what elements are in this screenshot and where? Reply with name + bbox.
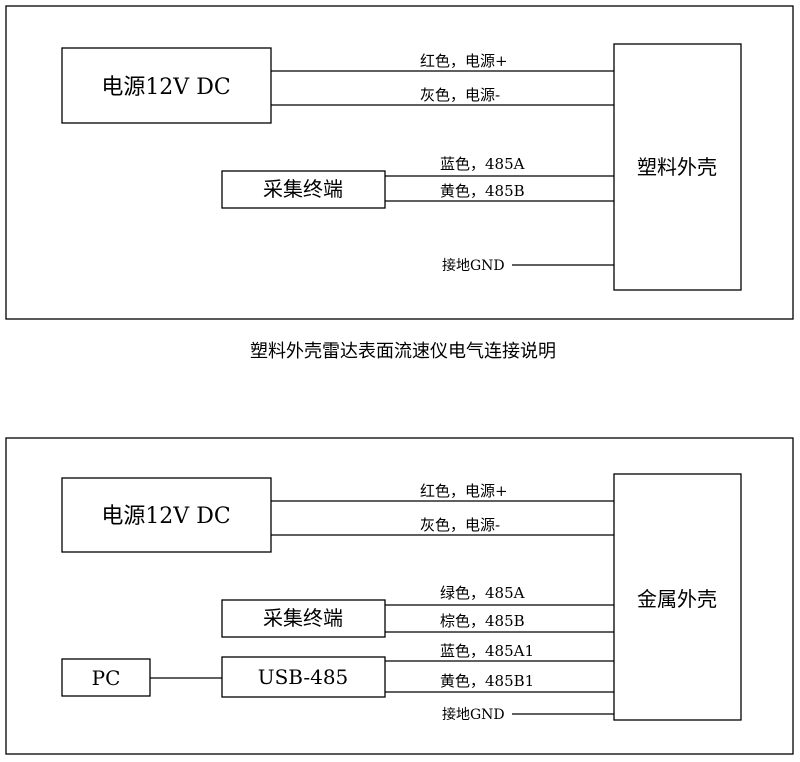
housing-label: 金属外壳: [637, 587, 717, 611]
wire-label-gray: 灰色，电源-: [420, 516, 500, 534]
wire-label-red: 红色，电源+: [420, 482, 508, 500]
usb-485-label: USB-485: [258, 665, 349, 689]
power-supply-box: [61, 47, 272, 124]
wire-label-blue: 蓝色，485A: [440, 155, 525, 173]
wire-label-ground: 接地GND: [442, 257, 505, 274]
housing-label: 塑料外壳: [637, 155, 717, 179]
diagram2-frame: [5, 437, 794, 755]
diagram1-caption: 塑料外壳雷达表面流速仪电气连接说明: [250, 341, 556, 362]
power-supply-label: 电源12V DC: [101, 75, 230, 100]
wire-label-green: 绿色，485A: [440, 584, 525, 602]
wire-label-gray: 灰色，电源-: [420, 86, 500, 104]
wire-label-ground: 接地GND: [442, 706, 505, 723]
power-supply-box: [61, 477, 272, 553]
wire-label-yellow: 黄色，485B1: [440, 672, 534, 690]
housing-box: [613, 473, 742, 721]
power-supply-label: 电源12V DC: [101, 504, 230, 529]
housing-box: [613, 43, 742, 291]
wire-label-brown: 棕色，485B: [440, 612, 525, 630]
diagram-plastic-housing: 电源12V DC 采集终端 塑料外壳 红色，电源+ 灰色，电源- 蓝色，485A…: [5, 5, 794, 320]
pc-box: [61, 658, 151, 697]
diagram-metal-housing: 电源12V DC 采集终端 PC USB-485 金属外壳 红色，电源+ 灰色，…: [5, 437, 794, 755]
wire-label-blue: 蓝色，485A1: [440, 642, 534, 660]
collector-label: 采集终端: [263, 606, 343, 630]
wire-label-red: 红色，电源+: [420, 52, 508, 70]
pc-label: PC: [92, 666, 121, 690]
usb-485-box: [221, 656, 386, 698]
collector-box: [221, 599, 386, 638]
collector-box: [221, 170, 386, 209]
wire-label-yellow: 黄色，485B: [440, 182, 525, 200]
diagram1-frame: [5, 5, 794, 320]
collector-label: 采集终端: [263, 177, 343, 201]
